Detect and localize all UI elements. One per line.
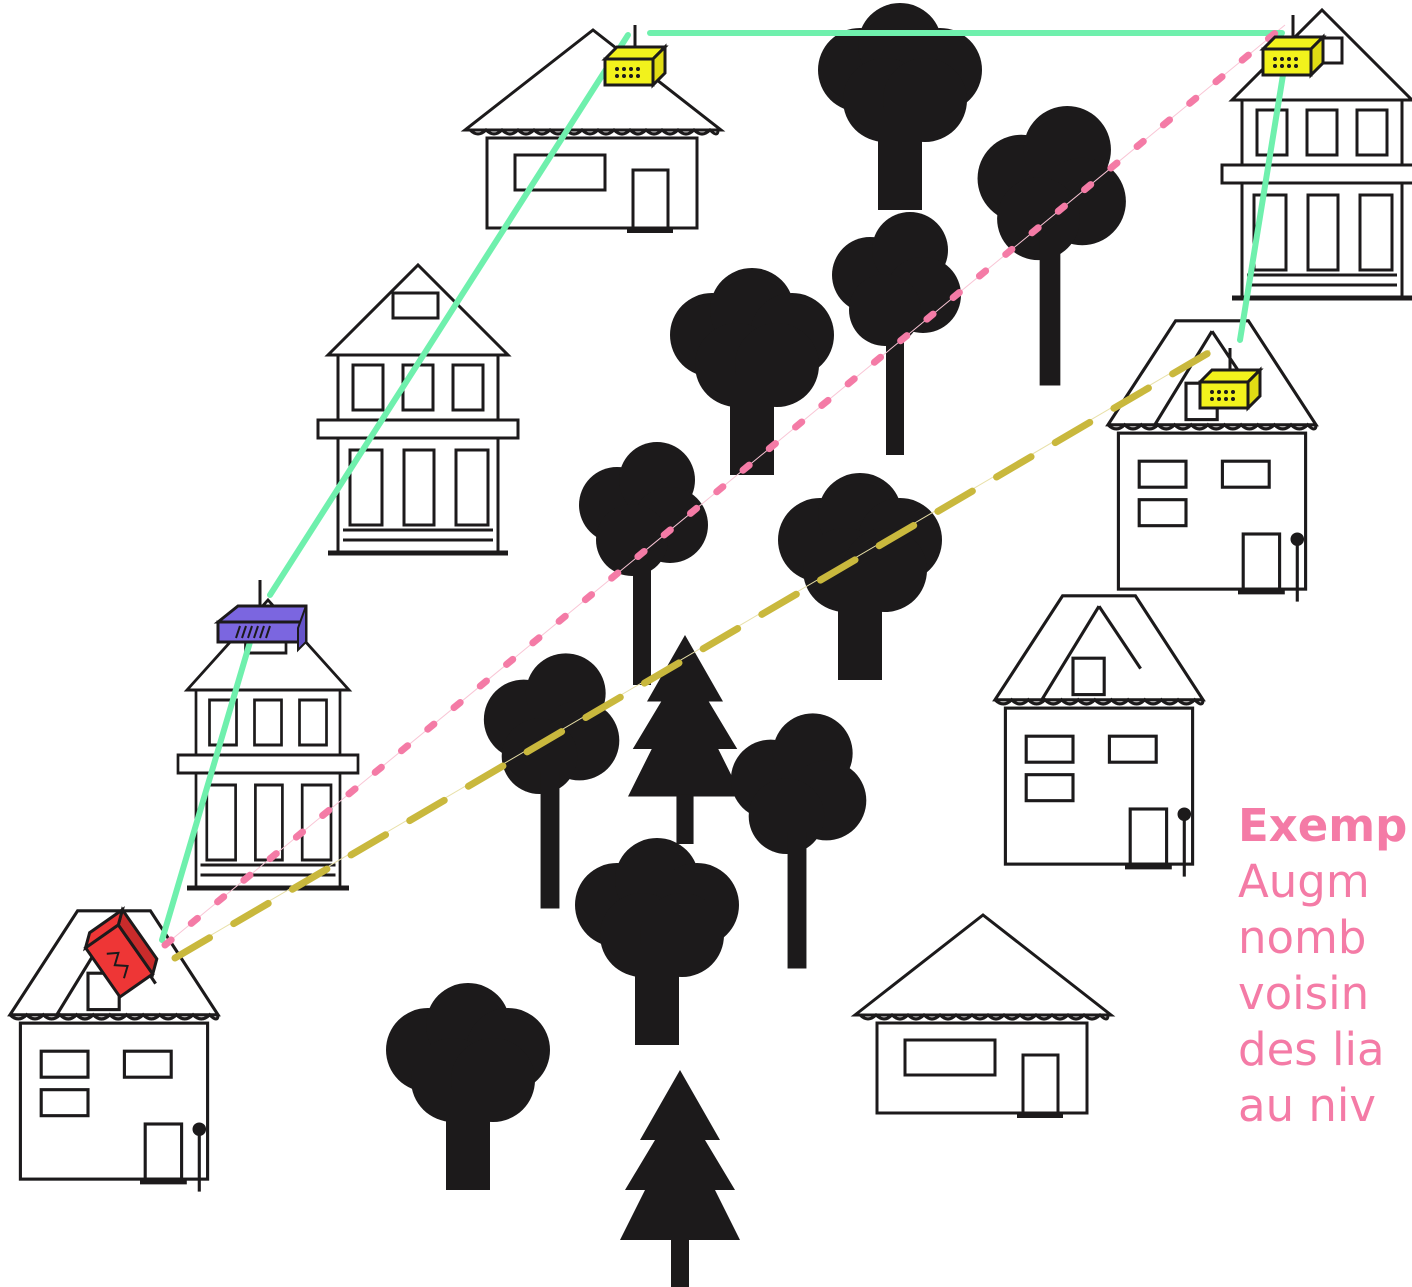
house-icon	[855, 915, 1111, 1115]
tree-icon	[575, 838, 739, 1045]
caption-title: Exemp	[1238, 799, 1408, 852]
caption-line: Augm	[1238, 855, 1370, 908]
tree-icon	[832, 212, 961, 455]
caption: Exemp Augm nomb voisin des lia au niv	[1238, 798, 1412, 1134]
caption-line: au niv	[1238, 1079, 1377, 1132]
tree-icon	[778, 473, 942, 680]
tree-icon	[670, 268, 834, 475]
caption-line: nomb	[1238, 911, 1367, 964]
tree-icon	[386, 983, 550, 1190]
routers	[83, 13, 1325, 1000]
tree-icon	[977, 106, 1126, 386]
pine-tree-icon	[620, 1070, 740, 1287]
router-icon	[83, 906, 159, 1000]
houses	[10, 10, 1412, 1192]
caption-line: des lia	[1238, 1023, 1385, 1076]
house-icon	[465, 30, 721, 230]
network-links	[159, 21, 1289, 962]
caption-line: voisin	[1238, 967, 1370, 1020]
direct-link	[1237, 72, 1286, 343]
direct-link	[267, 32, 631, 598]
tree-icon	[730, 713, 867, 969]
house-icon	[995, 596, 1203, 877]
direct-link	[159, 612, 261, 943]
house-icon	[318, 265, 518, 553]
house-icon	[1108, 321, 1316, 602]
router-icon	[213, 580, 308, 653]
dotted-link	[161, 21, 1289, 949]
